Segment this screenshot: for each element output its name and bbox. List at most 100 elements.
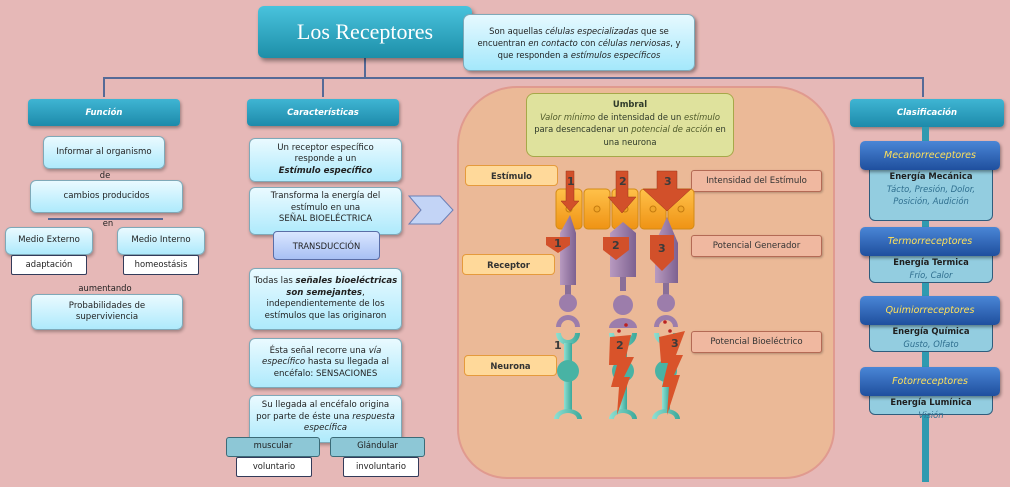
c1-line3: Estímulo específico bbox=[278, 165, 373, 176]
caracteristica-3-box: Todas las señales bioeléctricas son seme… bbox=[249, 268, 402, 330]
informar-text: Informar al organismo bbox=[56, 146, 152, 157]
umbral-text-3: en bbox=[712, 124, 726, 134]
num: 3 bbox=[658, 242, 666, 255]
energy-type: Energía Lumínica bbox=[890, 397, 972, 407]
nucleus bbox=[649, 205, 657, 213]
page-title: Los Receptores bbox=[258, 6, 472, 58]
definition-fragment: que se encuentran bbox=[477, 26, 669, 48]
involuntario-box: involuntario bbox=[343, 457, 419, 477]
bioelectric-bolts bbox=[609, 331, 685, 415]
definition-fragment: estímulos específicos bbox=[570, 50, 661, 60]
c3-italic-2: son semejantes bbox=[286, 287, 363, 298]
c2-line3: SEÑAL BIOELÉCTRICA bbox=[278, 214, 373, 224]
cambios-text: cambios producidos bbox=[63, 190, 150, 201]
informar-box: Informar al organismo bbox=[43, 136, 165, 169]
receptor-label: Receptor bbox=[462, 254, 555, 275]
c4-line2: específico hasta su llegada al bbox=[262, 357, 389, 369]
definition-fragment: con bbox=[577, 38, 599, 48]
classification-mecanorreceptores: Mecanorreceptores bbox=[860, 141, 1000, 170]
caracteristica-1-box: Un receptor específico responde a un Est… bbox=[249, 138, 402, 182]
c3-line4: estímulos que las originaron bbox=[264, 310, 387, 321]
c5-line3: específica bbox=[303, 423, 348, 433]
probabilidades-text-2: superviviencia bbox=[75, 312, 139, 322]
receptor-bulb bbox=[559, 294, 577, 312]
adaptacion-box: adaptación bbox=[11, 255, 87, 275]
glandular-box: Glándular bbox=[330, 437, 425, 457]
num: 1 bbox=[554, 339, 562, 352]
c5-text: por parte de éste una bbox=[256, 411, 353, 422]
aumentando-connector: aumentando bbox=[78, 283, 132, 293]
en-connector: en bbox=[102, 218, 114, 228]
connector-caracteristicas bbox=[322, 77, 324, 97]
neurotransmitter bbox=[663, 320, 667, 324]
examples: Posición, Audición bbox=[893, 196, 969, 206]
num: 3 bbox=[671, 337, 679, 350]
classification-fotorreceptores: Fotorreceptores bbox=[860, 367, 1000, 396]
num: 1 bbox=[567, 175, 575, 188]
voluntario-box: voluntario bbox=[236, 457, 312, 477]
connector-title-down bbox=[364, 58, 366, 78]
classification-termorreceptores: Termorreceptores bbox=[860, 227, 1000, 256]
probabilidades-text-1: Probabilidades de bbox=[68, 300, 146, 311]
neurotransmitter bbox=[668, 329, 672, 333]
c4-line1: Ésta señal recorre una vía bbox=[270, 346, 382, 358]
umbral-italic-2: estímulo bbox=[683, 111, 721, 122]
synapse-cap bbox=[556, 315, 580, 327]
receptor-columns bbox=[556, 215, 678, 328]
receptor-illustration: 1 2 3 1 2 3 1 2 3 bbox=[546, 170, 695, 419]
receptor-1 bbox=[560, 215, 576, 285]
neurotransmitter bbox=[617, 329, 621, 333]
c3-line2: son semejantes, bbox=[286, 288, 365, 300]
umbral-italic-1: Valor mínimo bbox=[539, 111, 596, 122]
connector-horizontal bbox=[103, 77, 924, 79]
c3-comma: , bbox=[362, 287, 365, 298]
c3-line3: independientemente de los bbox=[266, 299, 385, 309]
examples: Gusto, Olfato bbox=[903, 338, 959, 349]
estimulo-label: Estímulo bbox=[465, 165, 558, 186]
bolt-3 bbox=[659, 331, 685, 415]
connector-funcion bbox=[103, 77, 105, 97]
step-numbers: 1 2 3 1 2 3 1 2 3 bbox=[554, 175, 679, 352]
umbral-line2: para desencadenar un potencial de acción… bbox=[527, 123, 733, 136]
neuron-1 bbox=[554, 333, 582, 419]
energy-type: Energía Termica bbox=[893, 257, 969, 267]
connector-en bbox=[48, 218, 163, 220]
bolt-2 bbox=[609, 335, 634, 415]
c2-line2: estímulo en una bbox=[290, 202, 361, 213]
nucleus bbox=[677, 205, 685, 213]
stimulus-arrow-1 bbox=[560, 170, 580, 212]
umbral-line3: una neurona bbox=[603, 136, 657, 147]
examples: Frío, Calor bbox=[909, 269, 953, 280]
classification-quimiorreceptores: Quimiorreceptores bbox=[860, 296, 1000, 325]
synapse-cap bbox=[654, 315, 678, 327]
intensidad-label: Intensidad del Estímulo bbox=[691, 170, 822, 192]
receptor-bulb bbox=[613, 295, 633, 315]
connector-clasificacion bbox=[922, 77, 924, 97]
c2-line1: Transforma la energía del bbox=[270, 191, 381, 201]
umbral-text-1: de intensidad de un bbox=[595, 111, 684, 122]
funcion-header: Función bbox=[28, 99, 180, 126]
definition-fragment: , y que responden a bbox=[497, 38, 681, 60]
receptor-bulb bbox=[657, 294, 675, 312]
de-connector: de bbox=[99, 170, 111, 180]
c4-italic: vía bbox=[368, 345, 382, 356]
examples: Visión bbox=[918, 409, 944, 420]
generator-arrow-2 bbox=[603, 237, 629, 260]
energy-type: Energía Mecánica bbox=[889, 171, 973, 181]
generator-arrow-1 bbox=[546, 237, 570, 253]
probabilidades-box: Probabilidades de superviviencia bbox=[31, 294, 183, 330]
c1-line1: Un receptor específico bbox=[277, 142, 374, 153]
num: 1 bbox=[554, 237, 562, 250]
umbral-title: Umbral bbox=[612, 99, 648, 109]
definition-fragment: células nerviosas bbox=[598, 38, 671, 48]
homeostasis-box: homeostásis bbox=[123, 255, 199, 275]
num: 3 bbox=[664, 175, 672, 188]
caracteristica-2-box: Transforma la energía del estímulo en un… bbox=[249, 187, 402, 235]
umbral-italic-3: potencial de acción bbox=[631, 124, 713, 134]
umbral-box: Umbral Valor mínimo de intensidad de un … bbox=[526, 93, 734, 157]
caracteristicas-header: Características bbox=[247, 99, 399, 126]
num: 2 bbox=[619, 175, 627, 188]
medio-externo-text: Medio Externo bbox=[18, 235, 80, 246]
neurona-label: Neurona bbox=[464, 355, 557, 376]
